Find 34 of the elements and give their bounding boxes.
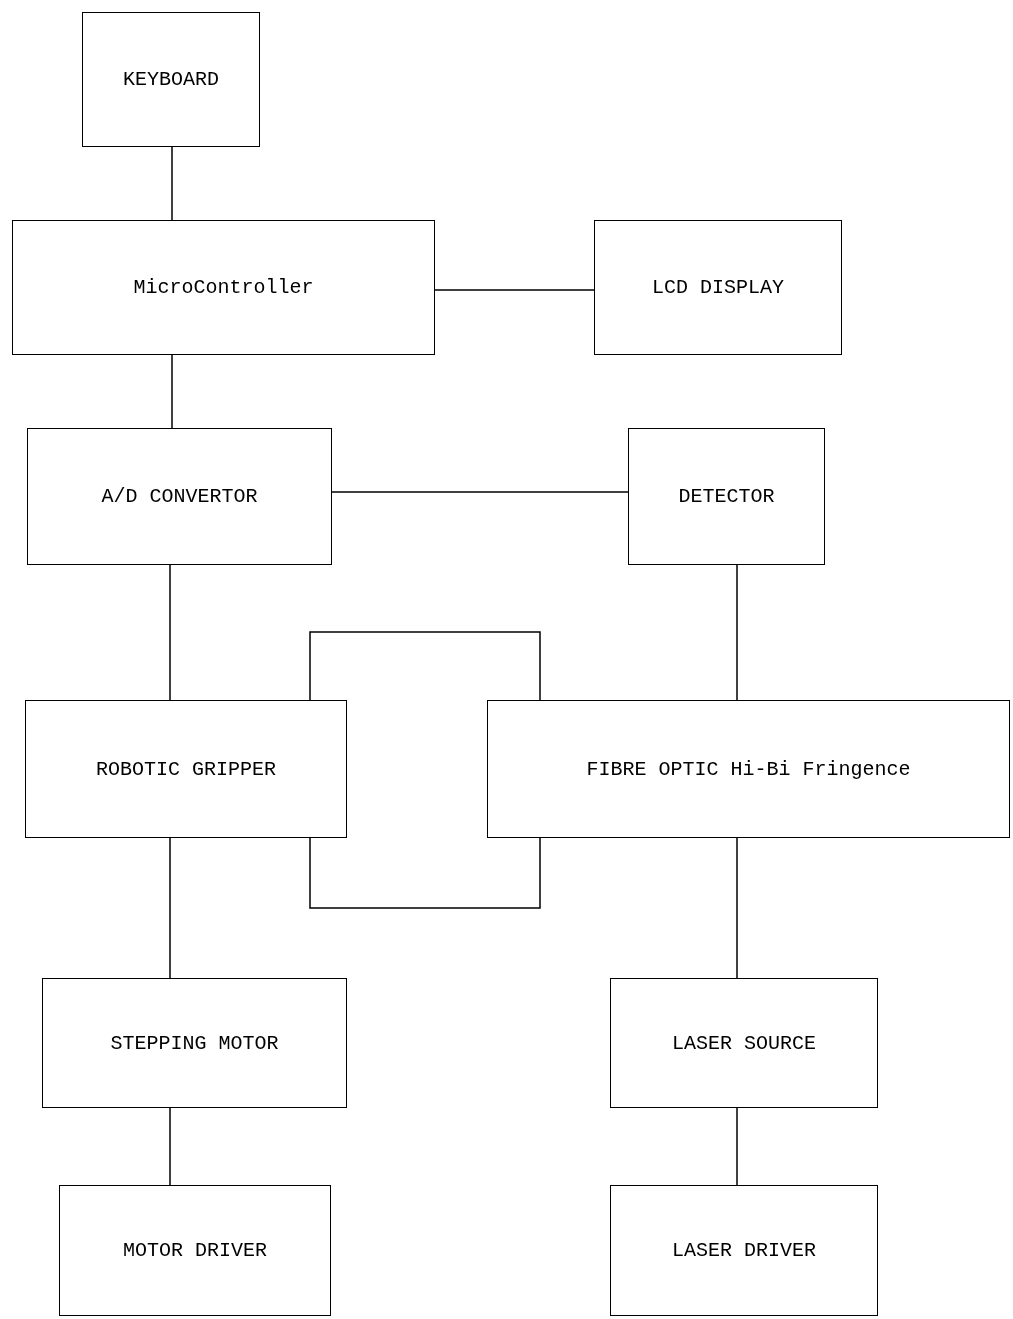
block-label: LCD DISPLAY [652, 276, 784, 299]
connector-line [171, 354, 173, 429]
block-box [610, 978, 878, 1108]
block-label: LASER SOURCE [672, 1031, 816, 1055]
block-box [487, 700, 1010, 838]
block-box [12, 220, 435, 355]
block-box [610, 1185, 878, 1316]
connector-line [309, 631, 541, 701]
block-label: DETECTOR [678, 485, 775, 508]
connector-line [736, 837, 738, 979]
block-box [25, 700, 347, 838]
connector-line [169, 837, 171, 979]
block-label: MicroController [133, 276, 314, 299]
connector-line [736, 1107, 738, 1186]
block-box [628, 428, 825, 565]
block-box [82, 12, 260, 147]
connector-line [331, 491, 629, 493]
block-box [594, 220, 842, 355]
block-label: ROBOTIC GRIPPER [96, 757, 276, 781]
connector-line [309, 837, 541, 909]
connector-line [736, 564, 738, 701]
block-label: LASER DRIVER [672, 1239, 816, 1262]
connector-line [169, 1107, 171, 1186]
block-label: FIBRE OPTIC Hi-Bi Fringence [586, 757, 911, 781]
block-box [27, 428, 332, 565]
block-label: A/D CONVERTOR [101, 485, 258, 508]
connector-line [434, 289, 595, 291]
connector-line [169, 564, 171, 701]
block-label: STEPPING MOTOR [110, 1031, 279, 1055]
block-box [59, 1185, 331, 1316]
connector-line [171, 146, 173, 221]
block-label: KEYBOARD [123, 68, 219, 91]
block-box [42, 978, 347, 1108]
block-label: MOTOR DRIVER [123, 1239, 267, 1262]
